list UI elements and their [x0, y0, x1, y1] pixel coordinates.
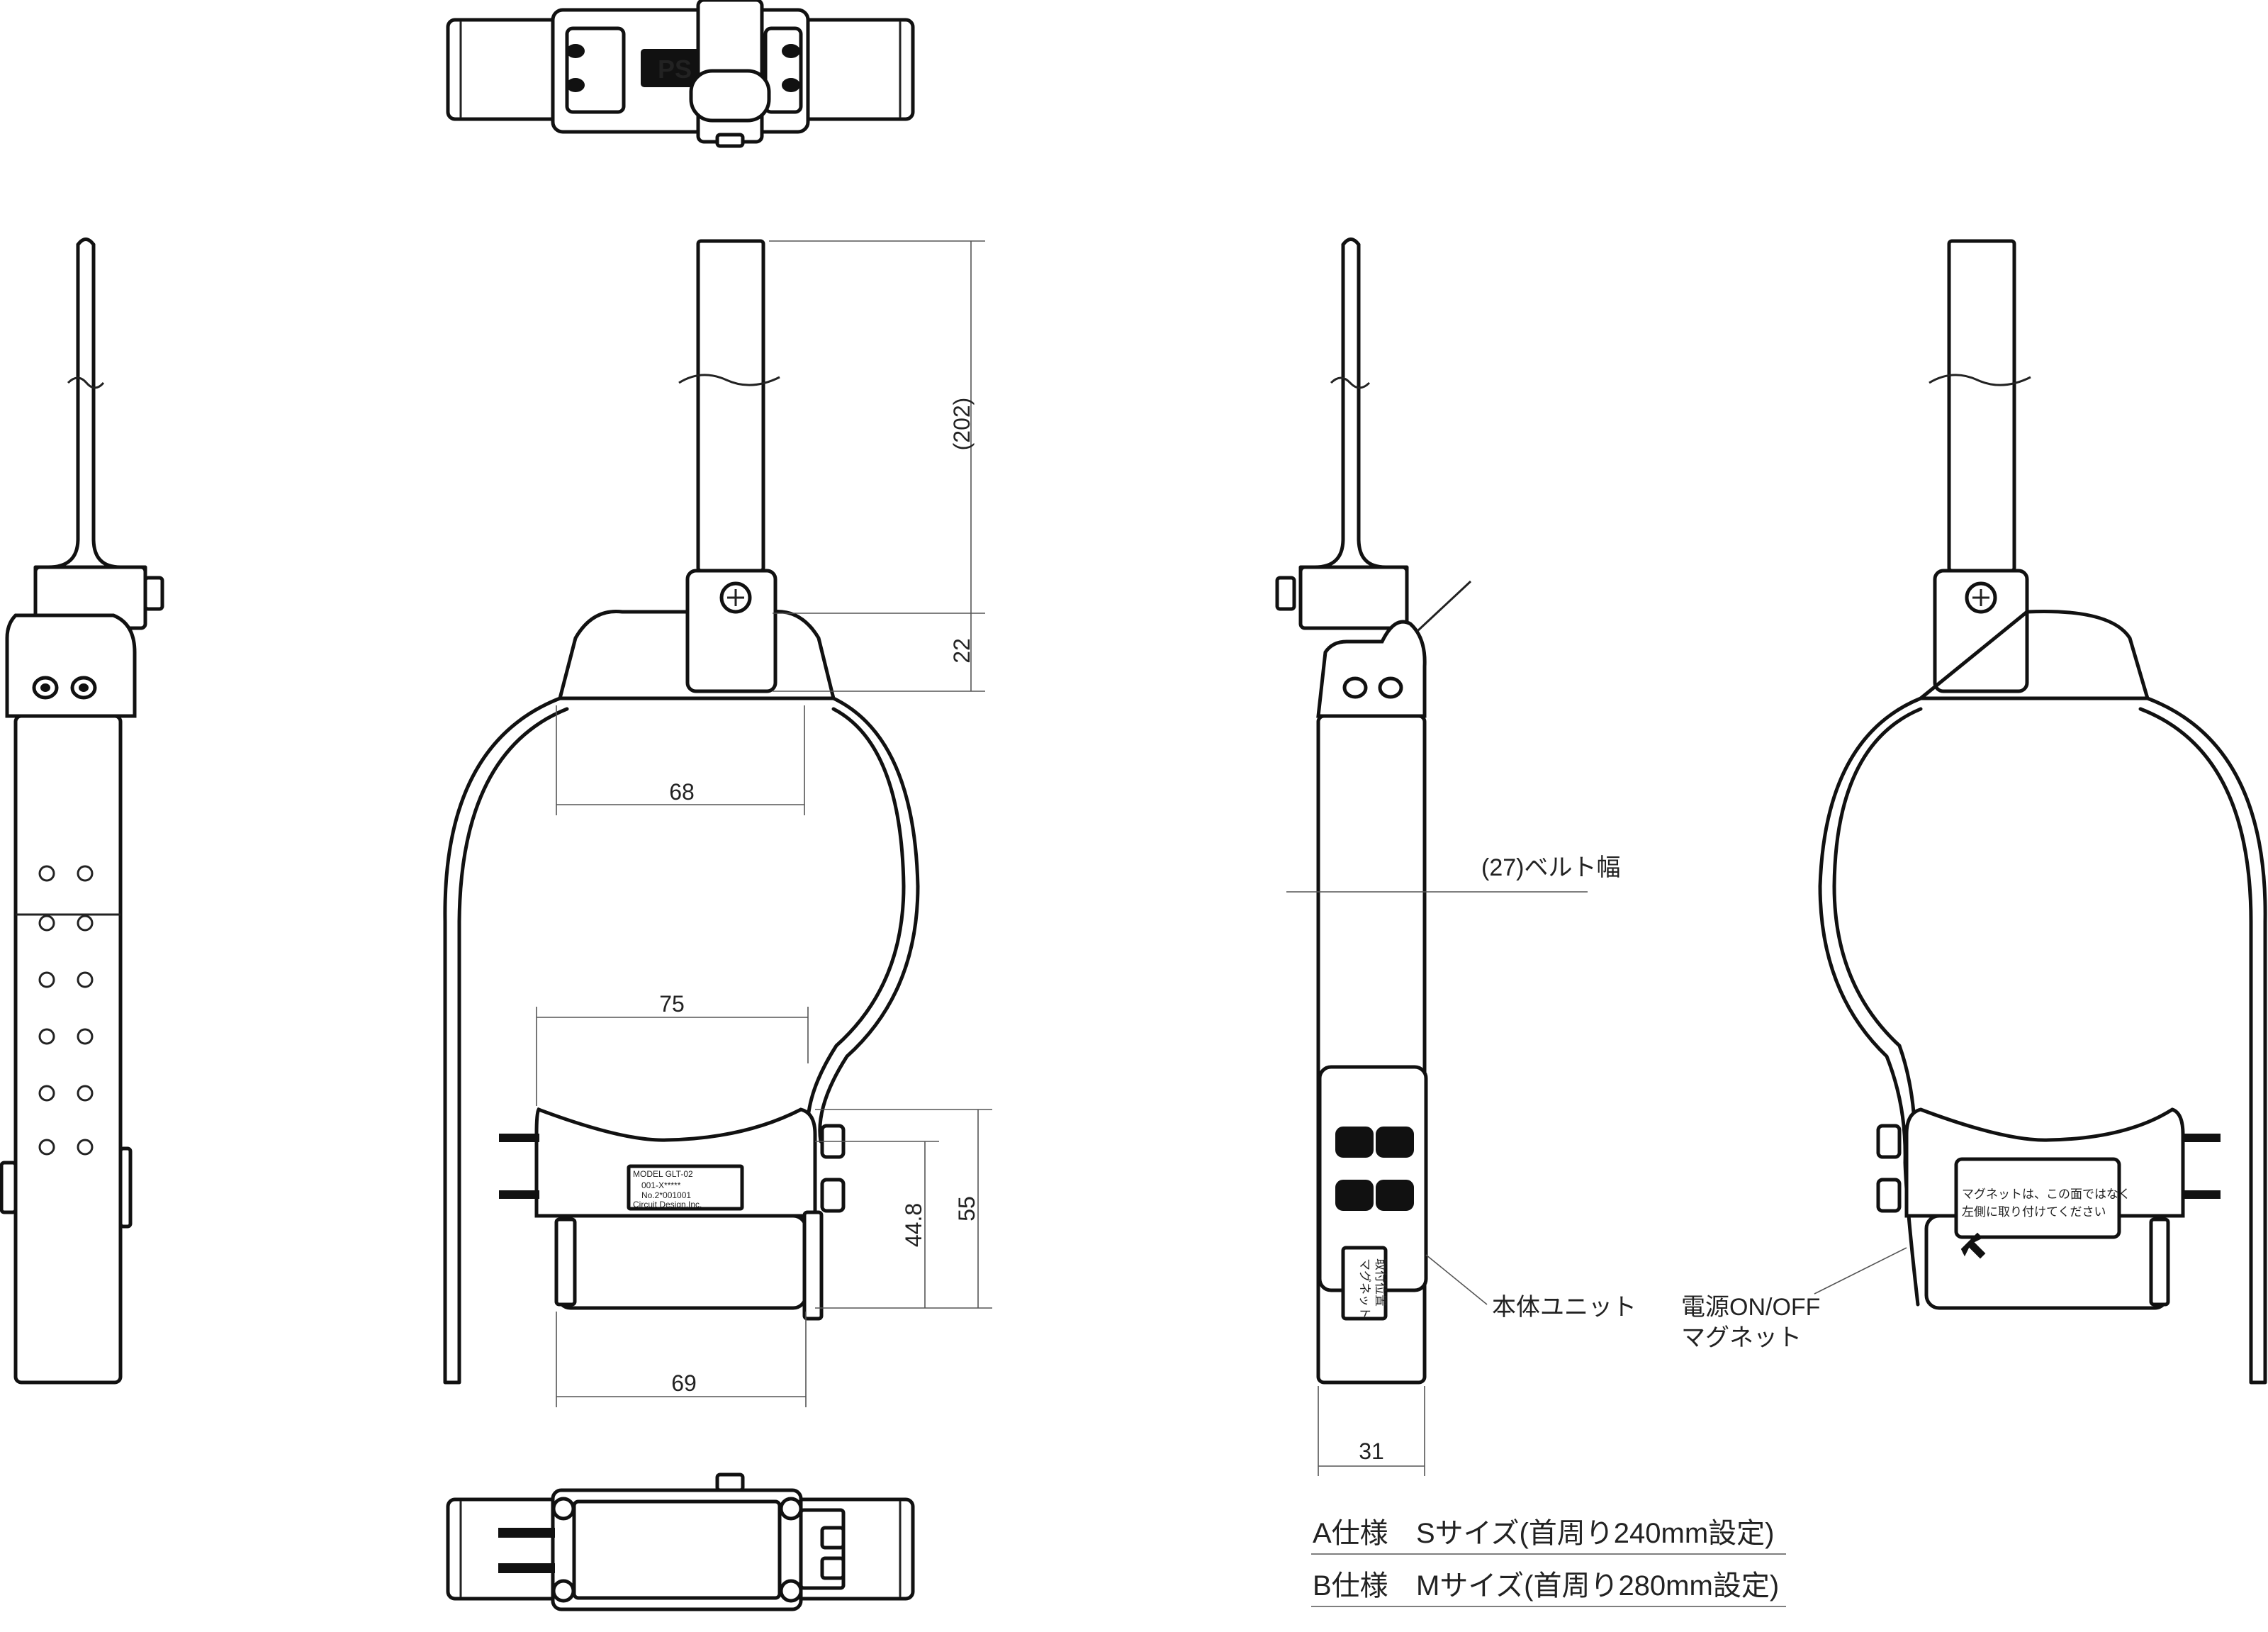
dim-69-label: 69 [671, 1370, 697, 1396]
spec-a-code: A仕様 [1313, 1518, 1388, 1549]
spec-b-code: B仕様 [1313, 1570, 1388, 1602]
magnet-mark-line2: 取付位置 [1374, 1258, 1387, 1307]
rear-note-line1: マグネットは、この面ではなく [1962, 1187, 2131, 1201]
model-label-line3: No.2*001001 [641, 1190, 691, 1200]
dim-22-label: 22 [949, 638, 975, 664]
dim-55-label: 55 [954, 1196, 979, 1222]
dim-44-8-label: 44.8 [901, 1203, 926, 1247]
model-label-line1: MODEL GLT-02 [633, 1169, 693, 1179]
logo-fragment-text: PS [658, 55, 692, 84]
main-unit-label: 本体ユニット [1492, 1294, 1637, 1321]
spec-b-desc: Mサイズ(首周り280mm設定) [1416, 1570, 1779, 1602]
rear-view: マグネットは、この面ではなく 左側に取り付けてください 電源ON/OFF マグネ… [1681, 239, 2267, 1385]
spec-a-desc: Sサイズ(首周り240mm設定) [1416, 1518, 1775, 1549]
spec-table: A仕様 Sサイズ(首周り240mm設定) B仕様 Mサイズ(首周り280mm設定… [1311, 1518, 1786, 1607]
top-view: PS [446, 0, 915, 148]
front-view: MODEL GLT-02 001-X***** No.2*001001 Circ… [443, 239, 992, 1407]
model-label-maker: Circuit Design,Inc. [633, 1200, 702, 1209]
model-label-line2: 001-X***** [641, 1180, 681, 1190]
left-side-view [0, 237, 164, 1385]
magnet-label-line2: マグネット [1681, 1324, 1802, 1351]
dim-75-label: 75 [659, 991, 685, 1017]
bottom-view [446, 1472, 915, 1611]
belt-width-label: (27)ベルト幅 [1481, 854, 1620, 881]
magnet-mark-line1: マグネット [1358, 1258, 1371, 1319]
right-side-view: マグネット 取付位置 (27)ベルト幅 本体ユニット 31 [1275, 237, 1637, 1476]
magnet-label-line1: 電源ON/OFF [1681, 1294, 1820, 1321]
rear-note-line2: 左側に取り付けてください [1962, 1205, 2106, 1219]
dim-31-label: 31 [1359, 1438, 1384, 1464]
dim-68-label: 68 [669, 779, 695, 805]
dim-202-label: (202) [949, 398, 975, 451]
